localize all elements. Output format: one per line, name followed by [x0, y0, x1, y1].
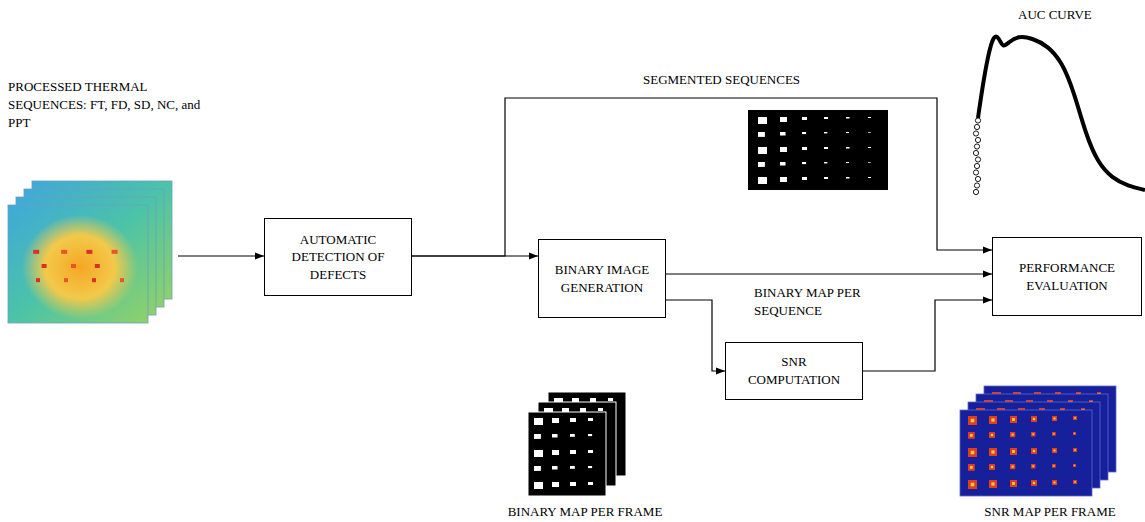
- edge-label: SEGMENTED SEQUENCES: [640, 72, 803, 88]
- process-box: SNR COMPUTATION: [725, 342, 863, 400]
- box-label: PERFORMANCE EVALUATION: [1001, 259, 1133, 294]
- thermal-image-stack: [8, 181, 172, 323]
- image-caption: AUC CURVE: [1018, 6, 1128, 24]
- box-label: BINARY IMAGE GENERATION: [547, 261, 657, 296]
- binary-map-image: [748, 110, 888, 190]
- process-box: AUTOMATIC DETECTION OF DEFECTS: [264, 218, 412, 296]
- image-stack: PROCESSED THERMAL SEQUENCES: FT, FD, SD,…: [8, 78, 178, 326]
- image-caption: BINARY MAP PER FRAME: [500, 503, 670, 521]
- binary-map-stack: [528, 392, 626, 496]
- flow-arrow: [863, 300, 992, 371]
- image-caption: BINARY MAP PER SEQUENCE: [754, 284, 864, 319]
- stack-heading: PROCESSED THERMAL SEQUENCES: FT, FD, SD,…: [8, 78, 208, 133]
- flow-arrow: [178, 255, 264, 256]
- snr-map-stack: [960, 386, 1116, 496]
- image-caption: SNR MAP PER FRAME: [975, 503, 1125, 521]
- process-box: BINARY IMAGE GENERATION: [538, 239, 666, 318]
- flow-arrow: [666, 300, 725, 371]
- auc-curve: [973, 37, 1145, 195]
- process-box: PERFORMANCE EVALUATION: [992, 237, 1142, 316]
- flow-arrow: [412, 255, 538, 256]
- flow-arrow: [412, 98, 992, 256]
- flow-arrow: [666, 273, 992, 274]
- box-label: AUTOMATIC DETECTION OF DEFECTS: [273, 231, 403, 284]
- box-label: SNR COMPUTATION: [734, 353, 854, 388]
